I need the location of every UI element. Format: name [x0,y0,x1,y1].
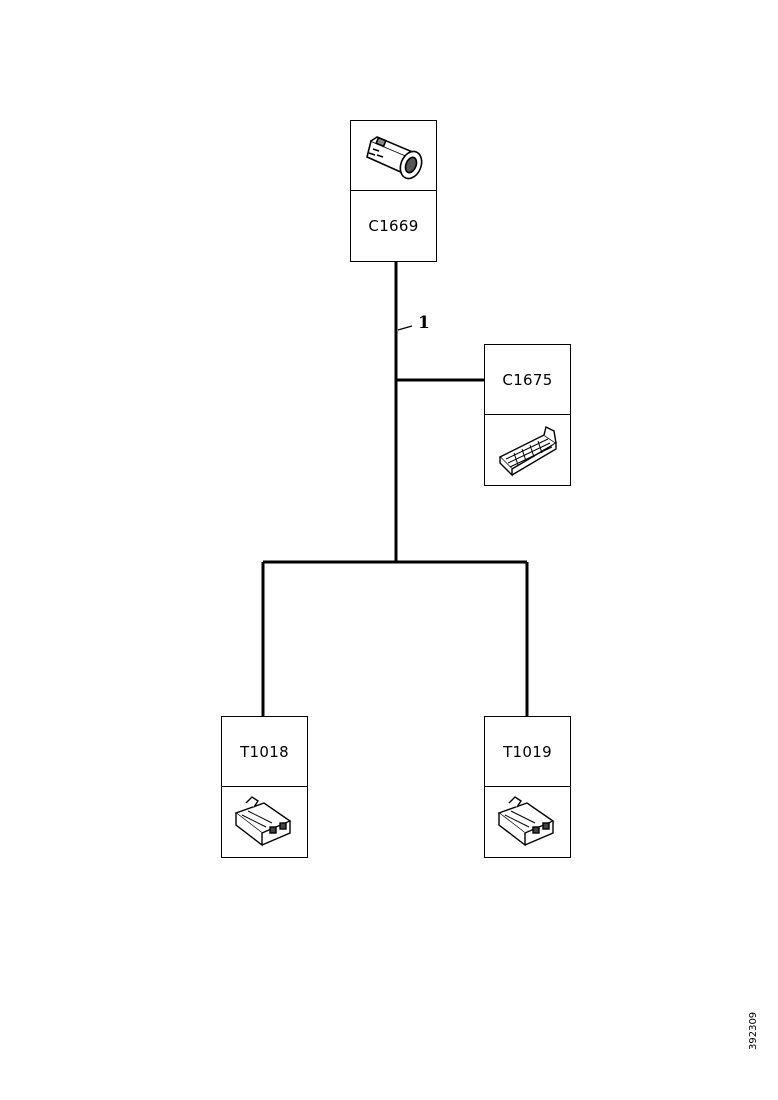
cylindrical-connector-icon [365,135,422,179]
connector-t1019-image [485,787,570,857]
terminal-connector-icon [234,796,291,847]
connector-c1669-label: C1669 [368,217,419,235]
connector-c1669[interactable]: C1669 [350,120,437,262]
connector-c1669-label-cell: C1669 [351,191,436,261]
wire-label-leader [397,325,413,331]
multi-pin-connector-icon [498,425,557,477]
terminal-connector-icon [497,796,554,847]
connector-c1675-label-cell: C1675 [485,345,570,415]
connector-t1019-label: T1019 [503,742,552,761]
connector-c1669-image [351,121,436,191]
connector-t1018-label: T1018 [240,742,289,761]
connector-t1019-label-cell: T1019 [485,717,570,787]
connector-c1675-label: C1675 [502,370,553,389]
document-id: 392309 [748,1011,759,1050]
wire-label: 1 [418,313,430,333]
connector-t1018-image [222,787,307,857]
connector-c1675-image [485,415,570,485]
connector-t1019[interactable]: T1019 [484,716,571,858]
connector-c1675[interactable]: C1675 [484,344,571,486]
connector-t1018-label-cell: T1018 [222,717,307,787]
connector-t1018[interactable]: T1018 [221,716,308,858]
